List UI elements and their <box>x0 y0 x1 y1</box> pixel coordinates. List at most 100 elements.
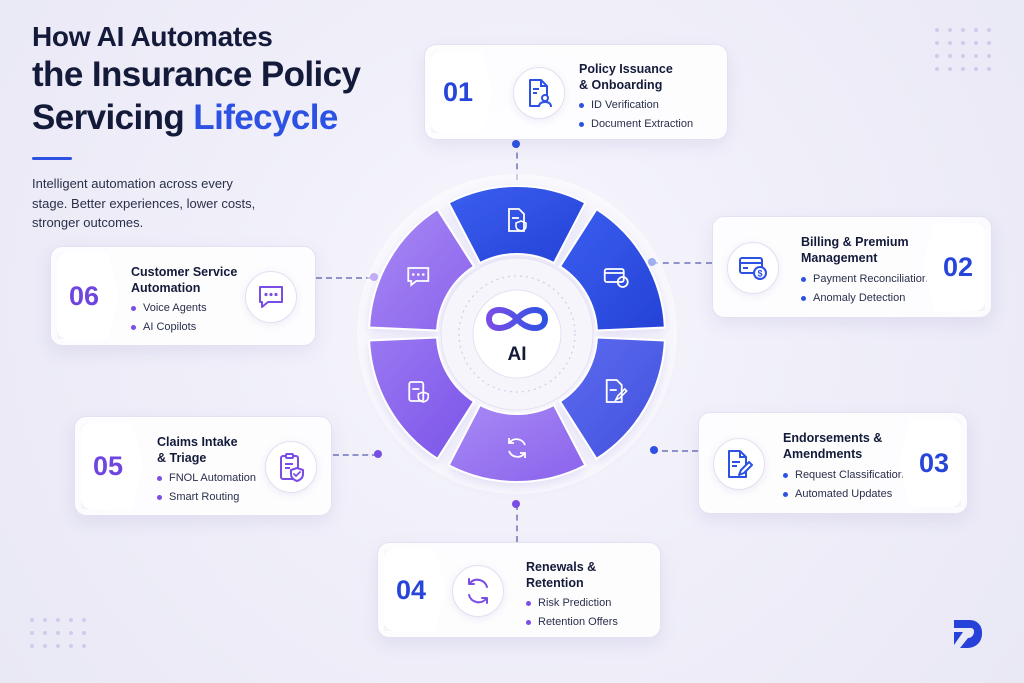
decorative-dot <box>43 618 47 622</box>
refresh-cycle-icon <box>452 565 504 617</box>
decorative-dot <box>69 644 73 648</box>
ring-inner-dashed <box>458 275 576 393</box>
stage-bullets-02: Payment Reconciliation Anomaly Detection <box>801 270 928 308</box>
connector-06 <box>316 277 372 279</box>
page-title: How AI Automates the Insurance Policy Se… <box>32 20 361 140</box>
stage-number-02: 02 <box>923 223 985 311</box>
title-line-3-accent: Lifecycle <box>193 97 338 137</box>
connector-03 <box>652 450 698 452</box>
ring-segment-03 <box>558 336 666 461</box>
decorative-dot <box>30 644 34 648</box>
decorative-dot <box>948 54 952 58</box>
decorative-dot <box>961 54 965 58</box>
connector-dot-03 <box>650 446 658 454</box>
decorative-dot <box>69 631 73 635</box>
decorative-dot <box>82 618 86 622</box>
stage-title-05-line2: & Triage <box>157 451 207 465</box>
chat-bubble-icon <box>245 271 297 323</box>
ring-segment-refresh-cycle-icon <box>508 438 526 458</box>
connector-04 <box>516 504 518 542</box>
stage-card-02[interactable]: $ Billing & Premium Management Payment R… <box>712 216 992 318</box>
stage-number-04: 04 <box>384 549 446 631</box>
clipboard-shield-icon <box>265 441 317 493</box>
stage-title-04-line2: Retention <box>526 576 584 590</box>
hub-label: AI <box>508 344 527 365</box>
decorative-dot <box>961 41 965 45</box>
decorative-dot <box>935 41 939 45</box>
decorative-dot <box>948 41 952 45</box>
ring-segment-04 <box>447 403 587 483</box>
page-subtitle: Intelligent automation across every stag… <box>32 176 256 230</box>
ring-segments <box>368 185 666 483</box>
title-line-2: the Insurance Policy <box>32 55 361 95</box>
list-item: Anomaly Detection <box>801 289 928 308</box>
connector-02 <box>652 262 712 264</box>
ring-segment-clipboard-shield-icon <box>408 381 430 403</box>
stage-number-01: 01 <box>431 51 493 133</box>
decorative-dot <box>961 67 965 71</box>
decorative-dot <box>987 54 991 58</box>
decorative-dot <box>43 631 47 635</box>
decorative-dot <box>69 618 73 622</box>
list-item: Voice Agents <box>131 299 207 318</box>
decorative-dot <box>987 41 991 45</box>
list-item: FNOL Automation <box>157 469 256 488</box>
list-item: Document Extraction <box>579 115 693 134</box>
decorative-dot <box>30 631 34 635</box>
stage-title-02-line1: Billing & Premium <box>801 235 909 249</box>
ring-segment-credit-card-dollar-icon <box>603 268 629 288</box>
stage-title-04-line1: Renewals & <box>526 560 597 574</box>
list-item: ID Verification <box>579 96 693 115</box>
stage-title-04: Renewals & Retention <box>526 559 596 591</box>
decorative-dot <box>43 644 47 648</box>
stage-number-06: 06 <box>57 253 119 339</box>
title-line-1: How AI Automates <box>32 21 273 52</box>
stage-title-03-line2: Amendments <box>783 447 863 461</box>
stage-title-01-line2: & Onboarding <box>579 78 663 92</box>
stage-bullets-01: ID Verification Document Extraction <box>579 96 693 134</box>
decorative-dot <box>935 28 939 32</box>
stage-title-02: Billing & Premium Management <box>801 234 909 266</box>
ring-segment-01 <box>447 185 587 265</box>
stage-title-02-line2: Management <box>801 251 878 265</box>
stage-title-05: Claims Intake & Triage <box>157 434 238 466</box>
decorative-dot <box>935 54 939 58</box>
stage-bullets-03: Request Classification Automated Updates <box>783 466 904 504</box>
svg-text:$: $ <box>757 269 762 279</box>
stage-title-03-line1: Endorsements & <box>783 431 883 445</box>
title-line-3-plain: Servicing <box>32 97 185 137</box>
stage-title-01: Policy Issuance & Onboarding <box>579 61 673 93</box>
credit-card-dollar-icon: $ <box>727 242 779 294</box>
ring-segment-chat-bubble-icon <box>407 267 430 287</box>
stage-title-06: Customer Service Automation <box>131 264 237 296</box>
stage-card-03[interactable]: Endorsements & Amendments Request Classi… <box>698 412 968 514</box>
policy-document-user-icon <box>513 67 565 119</box>
decorative-dot <box>974 41 978 45</box>
decorative-dot <box>56 618 60 622</box>
decorative-dot <box>948 28 952 32</box>
decorative-dot-grid <box>30 618 86 648</box>
stage-card-04[interactable]: 04 Renewals & Retention Risk Prediction … <box>377 542 661 638</box>
decorative-dot-grid <box>935 28 991 71</box>
stage-card-01[interactable]: 01 Policy Issuance & Onboarding ID Verif… <box>424 44 728 140</box>
stage-card-05[interactable]: 05 Claims Intake & Triage FNOL Automatio… <box>74 416 332 516</box>
connector-dot-01 <box>512 140 520 148</box>
stage-bullets-05: FNOL Automation Smart Routing <box>157 469 256 507</box>
decorative-dot <box>82 631 86 635</box>
decorative-dot <box>30 618 34 622</box>
infinity-icon <box>486 307 548 331</box>
decorative-dot <box>961 28 965 32</box>
stage-card-06[interactable]: 06 Customer Service Automation Voice Age… <box>50 246 316 346</box>
list-item: Risk Prediction <box>526 594 618 613</box>
ring-segment-06 <box>368 207 476 332</box>
title-line-3: Servicing Lifecycle <box>32 97 360 140</box>
stage-number-03: 03 <box>899 419 961 507</box>
connector-01 <box>516 142 518 180</box>
stage-title-06-line2: Automation <box>131 281 201 295</box>
stage-title-06-line1: Customer Service <box>131 265 238 279</box>
decorative-dot <box>82 644 86 648</box>
decorative-dot <box>974 54 978 58</box>
ring-segment-policy-document-user-icon <box>508 208 527 232</box>
decorative-dot <box>974 67 978 71</box>
connector-dot-04 <box>512 500 520 508</box>
